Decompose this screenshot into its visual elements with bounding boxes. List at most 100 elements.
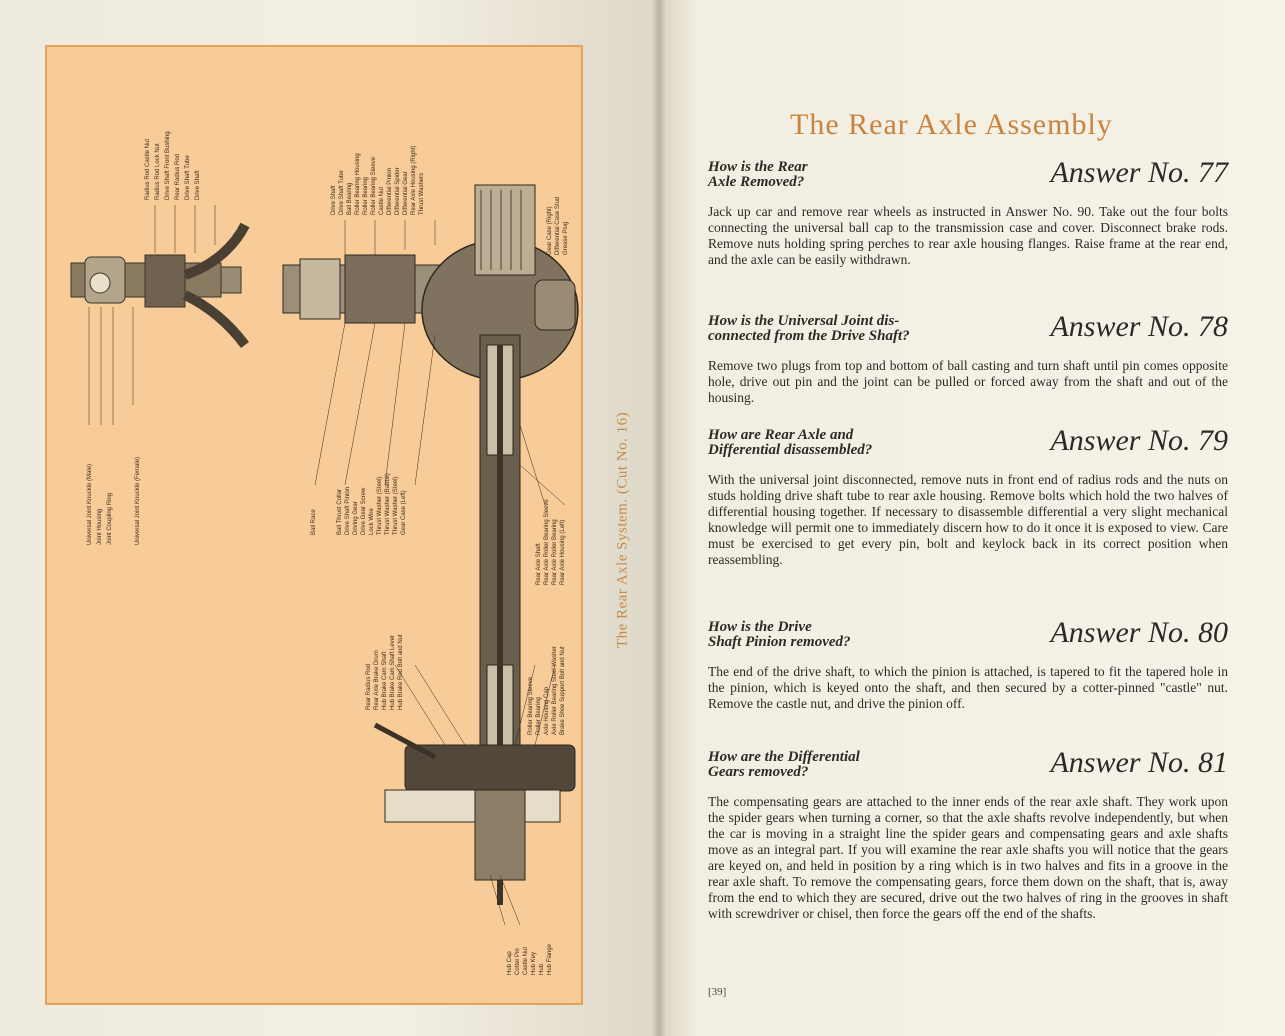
right-page	[660, 0, 1285, 1036]
question: How is the Drive Shaft Pinion removed?	[708, 620, 968, 650]
question-line: Differential disassembled?	[708, 442, 873, 458]
answer-number: Answer No. 81	[1050, 746, 1228, 779]
diagram-label: Differential Case Stud	[555, 197, 561, 255]
diagram-label: Drive Gear Screw	[361, 487, 367, 535]
answer-body: Jack up car and remove rear wheels as in…	[708, 204, 1228, 267]
question-line: Gears removed?	[708, 764, 809, 780]
diagram-label: Thrust Washers	[419, 173, 425, 215]
diagram-label: Gear Case (Right)	[547, 206, 553, 255]
answer-body: The end of the drive shaft, to which the…	[708, 664, 1228, 711]
diagram-label: Joint Coupling Ring	[107, 493, 113, 545]
diagram-label: Roller Bearing Housing	[355, 153, 361, 215]
qa-section: How is the Universal Joint dis- connecte…	[708, 310, 1228, 406]
label-group-center-right: Rear Axle Shaft Rear Axle Roller Bearing…	[536, 499, 566, 585]
question-line: How is the Drive	[708, 619, 812, 635]
hub-brake-assembly	[373, 722, 576, 881]
diagram-label: Differential Spider	[395, 167, 401, 215]
diagram-label: Roller Bearing	[536, 697, 542, 735]
question: How is the Rear Axle Removed?	[708, 160, 968, 190]
qa-section: How are the Differential Gears removed? …	[708, 746, 1228, 922]
diagram-label: Drive Shaft Tube	[339, 170, 345, 215]
question-line: How are Rear Axle and	[708, 427, 854, 443]
diagram-label: Castle Nut	[379, 187, 385, 215]
question-line: Shaft Pinion removed?	[708, 634, 851, 650]
diagram-label: Radius Rod Castle Nut	[145, 139, 151, 200]
diagram-label: Radius Rod Lock Nut	[155, 143, 161, 200]
diagram-label: Rear Axle Housing (Right)	[411, 146, 417, 215]
diagram-label: Joint Housing	[97, 509, 103, 545]
leader-lines	[88, 205, 566, 926]
diagram-label: Axle Housing Cap	[544, 686, 550, 735]
diagram-label: Rear Axle Roller Bearing Sleeve	[544, 499, 550, 585]
diagram-label: Ball Bearing	[347, 183, 353, 215]
answer-number: Answer No. 78	[1050, 310, 1228, 343]
diagram-label: Drive Shaft	[331, 185, 337, 215]
diagram-label: Thrust Washer (Steel)	[377, 477, 383, 535]
diagram-label: Drive Shaft Front Bushing	[165, 131, 171, 200]
answer-body: Remove two plugs from top and bottom of …	[708, 358, 1228, 405]
universal-joint-assembly	[70, 222, 250, 349]
diagram-label: Roller Bearing Sleeve	[528, 676, 534, 735]
diagram-label: Roller Bearing	[363, 177, 369, 215]
qa-section: How is the Rear Axle Removed? Answer No.…	[708, 156, 1228, 268]
qa-section: How are Rear Axle and Differential disas…	[708, 424, 1228, 568]
diagram-label: Grease Plug	[563, 222, 569, 255]
answer-body: With the universal joint disconnected, r…	[708, 472, 1228, 567]
book-gutter	[652, 0, 666, 1036]
label-group-top-left: Universal Joint Knuckle (Male) Joint Hou…	[87, 457, 141, 545]
question-line: How is the Universal Joint dis-	[708, 313, 900, 329]
diagram-label: Rear Radius Rod	[175, 154, 181, 200]
diagram-label: Thrust Washer (Steel)	[393, 477, 399, 535]
axle-tube	[479, 334, 521, 905]
diagram-label: Hub Flange	[547, 943, 553, 975]
diagram-label: Rear Axle Shaft	[536, 543, 542, 585]
diagram-label: Drive Shaft Pinion	[345, 487, 351, 535]
label-group-bottom: Hub Cap Cotter Pin Castle Nut Hub Key Hu…	[507, 943, 553, 975]
label-group-top-right: Radius Rod Castle Nut Radius Rod Lock Nu…	[145, 131, 201, 200]
diagram-label: Hub	[539, 963, 545, 975]
label-group-right-top: Gear Case (Right) Differential Case Stud…	[547, 197, 569, 255]
diagram-label: Drive Shaft	[195, 170, 201, 200]
diagram-label: Drive Shaft Tube	[185, 155, 191, 200]
diagram-label: Brake Shoe Support Bolt and Nut	[560, 646, 566, 735]
diagram-label: Rear Axle Housing (Left)	[560, 520, 566, 585]
diagram-label: Hub Cap	[507, 951, 513, 975]
answer-number: Answer No. 79	[1050, 424, 1228, 457]
qa-section: How is the Drive Shaft Pinion removed? A…	[708, 616, 1228, 712]
diagram-label: Ball Thrust Collar	[337, 489, 343, 535]
answer-number: Answer No. 77	[1050, 156, 1228, 189]
diagram-label: Rear Axle Brake Drum	[374, 650, 380, 710]
question: How are the Differential Gears removed?	[708, 750, 968, 780]
diagram-label: Hub Key	[531, 952, 537, 975]
diagram-label: Ball Race	[311, 509, 317, 535]
diagram-label: Roller Bearing Sleeve	[371, 156, 377, 215]
label-group-center-left: Ball Race Ball Thrust Collar Drive Shaft…	[311, 473, 407, 535]
label-group-center-top: Drive Shaft Drive Shaft Tube Ball Bearin…	[331, 146, 425, 215]
question-line: connected from the Drive Shaft?	[708, 328, 910, 344]
diagram-label: Axle Roller Bearing Steel Washer	[552, 646, 558, 735]
diagram-label: Universal Joint Knuckle (Male)	[87, 464, 93, 545]
page-title: The Rear Axle Assembly	[790, 108, 1113, 141]
diagram-label: Driving Gear	[353, 501, 359, 535]
diagram-label: Hub Brake Rod Bolt and Nut	[398, 634, 404, 710]
figure-caption-text: The Rear Axle System. (Cut No. 16)	[614, 411, 631, 649]
diagram-label: Castle Nut	[523, 947, 529, 975]
label-group-lower-left: Rear Radius Rod Rear Axle Brake Drum Hub…	[366, 634, 404, 710]
diagram-label: Rear Radius Rod	[366, 664, 372, 710]
diagram-label: Lock Wire	[369, 508, 375, 535]
question-line: How is the Rear	[708, 159, 808, 175]
question: How are Rear Axle and Differential disas…	[708, 428, 968, 458]
figure-caption: The Rear Axle System. (Cut No. 16)	[608, 380, 638, 680]
diagram-label: Rear Axle Roller Bearing	[552, 519, 558, 585]
diagram-label: Hub Brake Cam Shaft Lever	[390, 635, 396, 710]
differential-housing	[421, 184, 579, 381]
question: How is the Universal Joint dis- connecte…	[708, 314, 968, 344]
diagram-label: Cotter Pin	[515, 948, 521, 975]
diagram-label: Hub Brake Cam Shaft	[382, 651, 388, 710]
page-number: [39]	[708, 986, 727, 998]
diagram-label: Differential Gear	[403, 171, 409, 215]
rear-axle-diagram: Radius Rod Castle Nut Radius Rod Lock Nu…	[70, 131, 579, 975]
label-group-lower-right: Roller Bearing Sleeve Roller Bearing Axl…	[528, 646, 566, 735]
question-line: Axle Removed?	[708, 174, 805, 190]
